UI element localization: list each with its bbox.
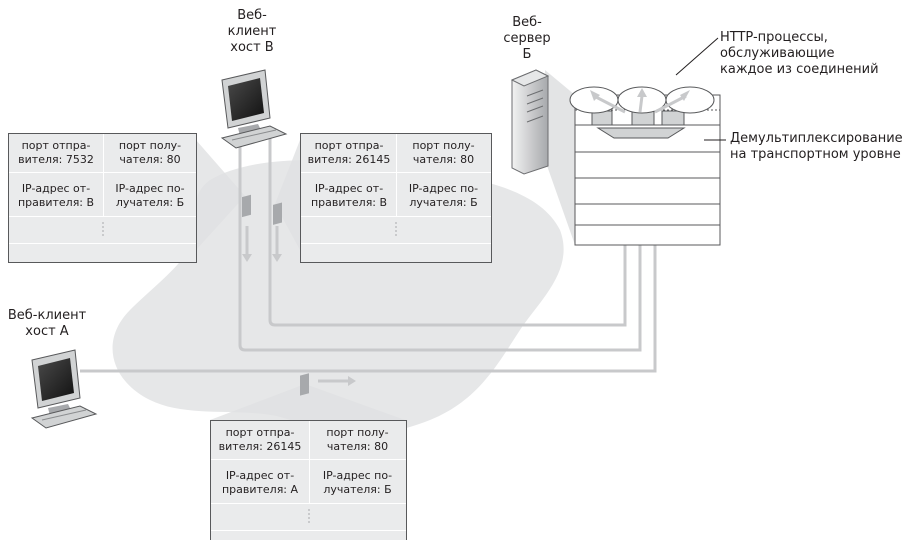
packet-icon xyxy=(272,202,282,262)
src-port-line-2: вителя: 26145 xyxy=(218,440,302,453)
dst-port-field: порт полу- чателя: 80 xyxy=(105,139,195,167)
http-annotation-line-1: HTTP-процессы, xyxy=(720,30,828,45)
demux-annotation-line-1: Демультиплексирование xyxy=(730,131,903,146)
src-ip-line-1: IP-адрес от- xyxy=(21,182,91,195)
host-a-line-1: Веб-клиент xyxy=(7,308,87,323)
src-port-field: порт отпра- вителя: 7532 xyxy=(11,139,101,167)
connection-b-26145 xyxy=(268,112,627,327)
dst-port-line-2: чателя: 80 xyxy=(326,440,389,453)
dst-port-line-1: порт полу- xyxy=(412,139,475,152)
dst-ip-line-1: IP-адрес по- xyxy=(408,182,479,195)
sockets xyxy=(591,110,685,126)
src-ip-line-1: IP-адрес от- xyxy=(314,182,384,195)
server-tower-icon xyxy=(510,69,550,175)
packet-icon xyxy=(242,194,252,262)
dst-ip-line-1: IP-адрес по- xyxy=(322,469,393,482)
dst-port-line-2: чателя: 80 xyxy=(119,153,181,166)
dst-port-line-1: порт полу- xyxy=(326,426,389,439)
server-b-label: Веб- сервер Б xyxy=(500,15,554,63)
server-b-line-1: Веб- xyxy=(512,15,542,30)
desktop-computer-icon xyxy=(30,349,98,429)
src-ip-line-1: IP-адрес от- xyxy=(225,469,295,482)
host-b-line-2: клиент xyxy=(227,24,277,39)
demux-annotation-line-2: на транспортном уровне xyxy=(730,147,901,162)
projection-wedge-server xyxy=(545,70,575,245)
src-port-line-1: порт отпра- xyxy=(21,139,91,152)
ellipsis-dots xyxy=(102,222,104,238)
src-ip-line-2: правителя: В xyxy=(17,196,95,209)
demux-annotation: Демультиплексирование на транспортном ур… xyxy=(730,131,908,163)
dst-ip-field: IP-адрес по- лучателя: Б xyxy=(311,469,404,497)
src-port-field: порт отпра- вителя: 26145 xyxy=(213,426,307,454)
server-b-line-3: Б xyxy=(522,47,532,62)
projection-wedge-middle xyxy=(275,140,300,250)
process-arrows xyxy=(593,94,687,114)
src-port-line-2: вителя: 7532 xyxy=(18,153,94,166)
src-port-field: порт отпра- вителя: 26145 xyxy=(303,139,395,167)
server-b-line-2: сервер xyxy=(503,31,551,46)
dst-port-line-1: порт полу- xyxy=(118,139,182,152)
dst-port-field: порт полу- чателя: 80 xyxy=(311,426,404,454)
dst-ip-field: IP-адрес по- лучателя: Б xyxy=(398,182,489,210)
dst-ip-field: IP-адрес по- лучателя: Б xyxy=(105,182,195,210)
src-ip-field: IP-адрес от- правителя: А xyxy=(213,469,307,497)
http-annotation-line-3: каждое из соединений xyxy=(720,62,879,77)
segment-header-bottom: порт отпра- вителя: 26145 порт полу- чат… xyxy=(210,420,407,540)
host-b-label: Веб- клиент хост В xyxy=(222,8,282,56)
dst-ip-line-2: лучателя: Б xyxy=(409,196,478,209)
host-a-label: Веб-клиент хост А xyxy=(4,308,90,340)
src-port-line-1: порт отпра- xyxy=(225,426,295,439)
host-b-line-1: Веб- xyxy=(237,8,267,23)
host-b-line-3: хост В xyxy=(230,40,274,55)
ellipsis-dots xyxy=(308,509,310,525)
segment-header-left: порт отпра- вителя: 7532 порт полу- чате… xyxy=(8,133,197,263)
http-annotation-line-2: обслуживающие xyxy=(720,46,835,61)
host-a-line-2: хост А xyxy=(25,324,69,339)
src-ip-field: IP-адрес от- правителя: В xyxy=(303,182,395,210)
dst-port-line-2: чателя: 80 xyxy=(412,153,475,166)
src-port-line-2: вителя: 26145 xyxy=(307,153,391,166)
connection-b-7532 xyxy=(238,112,642,352)
projection-wedge-left xyxy=(196,140,245,250)
packet-icon xyxy=(300,373,356,396)
dst-port-field: порт полу- чателя: 80 xyxy=(398,139,489,167)
src-ip-field: IP-адрес от- правителя: В xyxy=(11,182,101,210)
projection-wedge-bottom xyxy=(210,384,405,420)
desktop-computer-icon xyxy=(220,69,288,149)
process-arrowheads xyxy=(590,88,690,101)
src-ip-line-2: правителя: А xyxy=(221,483,299,496)
segment-header-middle: порт отпра- вителя: 26145 порт полу- чат… xyxy=(300,133,492,263)
src-port-line-1: порт отпра- xyxy=(314,139,384,152)
leader-http xyxy=(675,37,719,76)
dst-ip-line-2: лучателя: Б xyxy=(323,483,392,496)
dst-ip-line-2: лучателя: Б xyxy=(115,196,185,209)
demux-funnel xyxy=(596,127,686,139)
http-processes-annotation: HTTP-процессы, обслуживающие каждое из с… xyxy=(720,30,900,78)
ellipsis-dots xyxy=(395,222,397,238)
dst-ip-line-1: IP-адрес по- xyxy=(115,182,185,195)
src-ip-line-2: правителя: В xyxy=(310,196,388,209)
